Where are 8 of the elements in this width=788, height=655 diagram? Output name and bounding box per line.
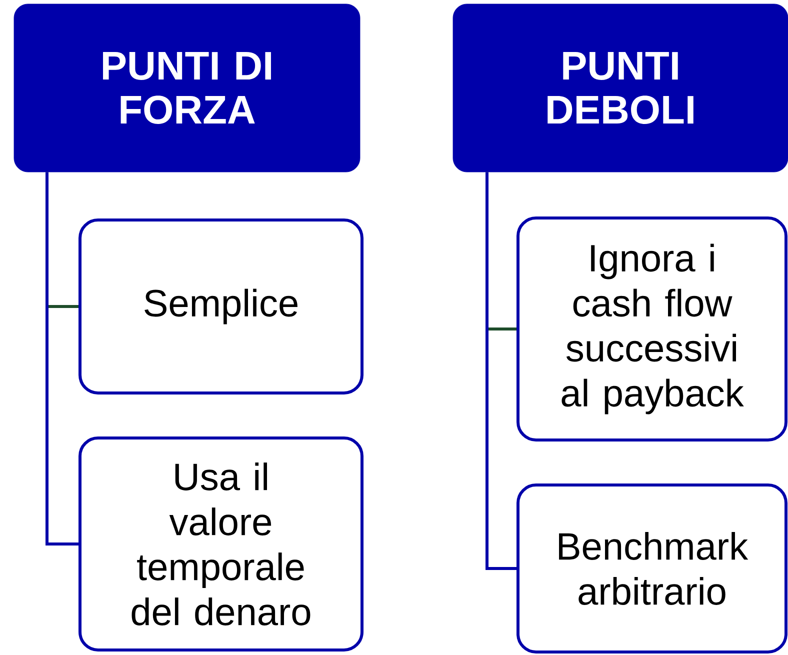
- item-box: Semplice: [78, 218, 364, 394]
- item-box: Usa il valore temporale del denaro: [78, 436, 364, 652]
- header-box: PUNTI DEBOLI: [452, 4, 788, 172]
- item-box: Benchmark arbitrario: [516, 484, 788, 654]
- header-box: PUNTI DI FORZA: [14, 4, 360, 172]
- connector-line: [486, 172, 516, 570]
- connector-line: [46, 172, 78, 546]
- item-box: Ignora i cash flow successivi al payback: [516, 216, 788, 442]
